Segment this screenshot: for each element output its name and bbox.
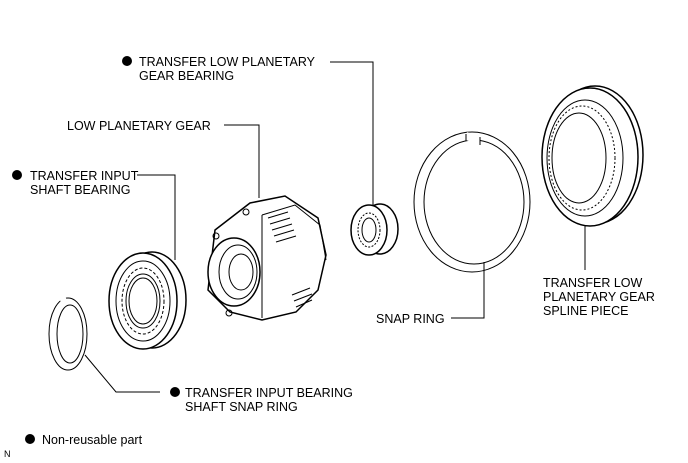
legend-text: Non-reusable part <box>42 433 143 447</box>
leader-low-planetary-gear <box>224 124 260 198</box>
label-line: TRANSFER INPUT BEARING <box>185 386 353 400</box>
leader-input-shaft-bearing <box>137 174 176 260</box>
label-line: TRANSFER LOW PLANETARY <box>139 55 316 69</box>
low-planetary-gear-part <box>207 195 327 321</box>
non-reusable-dot-icon <box>25 434 35 444</box>
label-line: SHAFT SNAP RING <box>185 400 298 414</box>
label-input-shaft-bearing: TRANSFER INPUT SHAFT BEARING <box>12 169 139 197</box>
leader-lines <box>84 61 586 393</box>
leader-input-bearing-snap-ring <box>84 354 160 393</box>
label-low-planetary-gear: LOW PLANETARY GEAR <box>67 119 211 133</box>
label-low-planetary-bearing: TRANSFER LOW PLANETARY GEAR BEARING <box>122 55 316 83</box>
label-spline-piece: TRANSFER LOW PLANETARY GEAR SPLINE PIECE <box>543 276 655 318</box>
legend: Non-reusable part <box>25 433 143 447</box>
label-snap-ring: SNAP RING <box>376 312 445 326</box>
spline-piece-part <box>541 85 644 227</box>
input-shaft-bearing-part <box>108 251 187 350</box>
label-line: SHAFT BEARING <box>30 183 130 197</box>
snap-ring-part <box>413 131 531 273</box>
non-reusable-dot-icon <box>170 387 180 397</box>
low-planetary-bearing-part <box>350 203 399 256</box>
label-line: PLANETARY GEAR <box>543 290 655 304</box>
non-reusable-dot-icon <box>12 170 22 180</box>
corner-mark: N <box>4 449 11 459</box>
label-line: TRANSFER INPUT <box>30 169 139 183</box>
label-input-bearing-snap-ring: TRANSFER INPUT BEARING SHAFT SNAP RING <box>170 386 353 414</box>
non-reusable-dot-icon <box>122 56 132 66</box>
leader-low-planetary-bearing <box>330 61 374 205</box>
label-line: GEAR BEARING <box>139 69 234 83</box>
label-line: SPLINE PIECE <box>543 304 628 318</box>
label-line: TRANSFER LOW <box>543 276 643 290</box>
leader-snap-ring <box>451 262 485 319</box>
input-bearing-shaft-snap-ring-part <box>48 295 88 371</box>
